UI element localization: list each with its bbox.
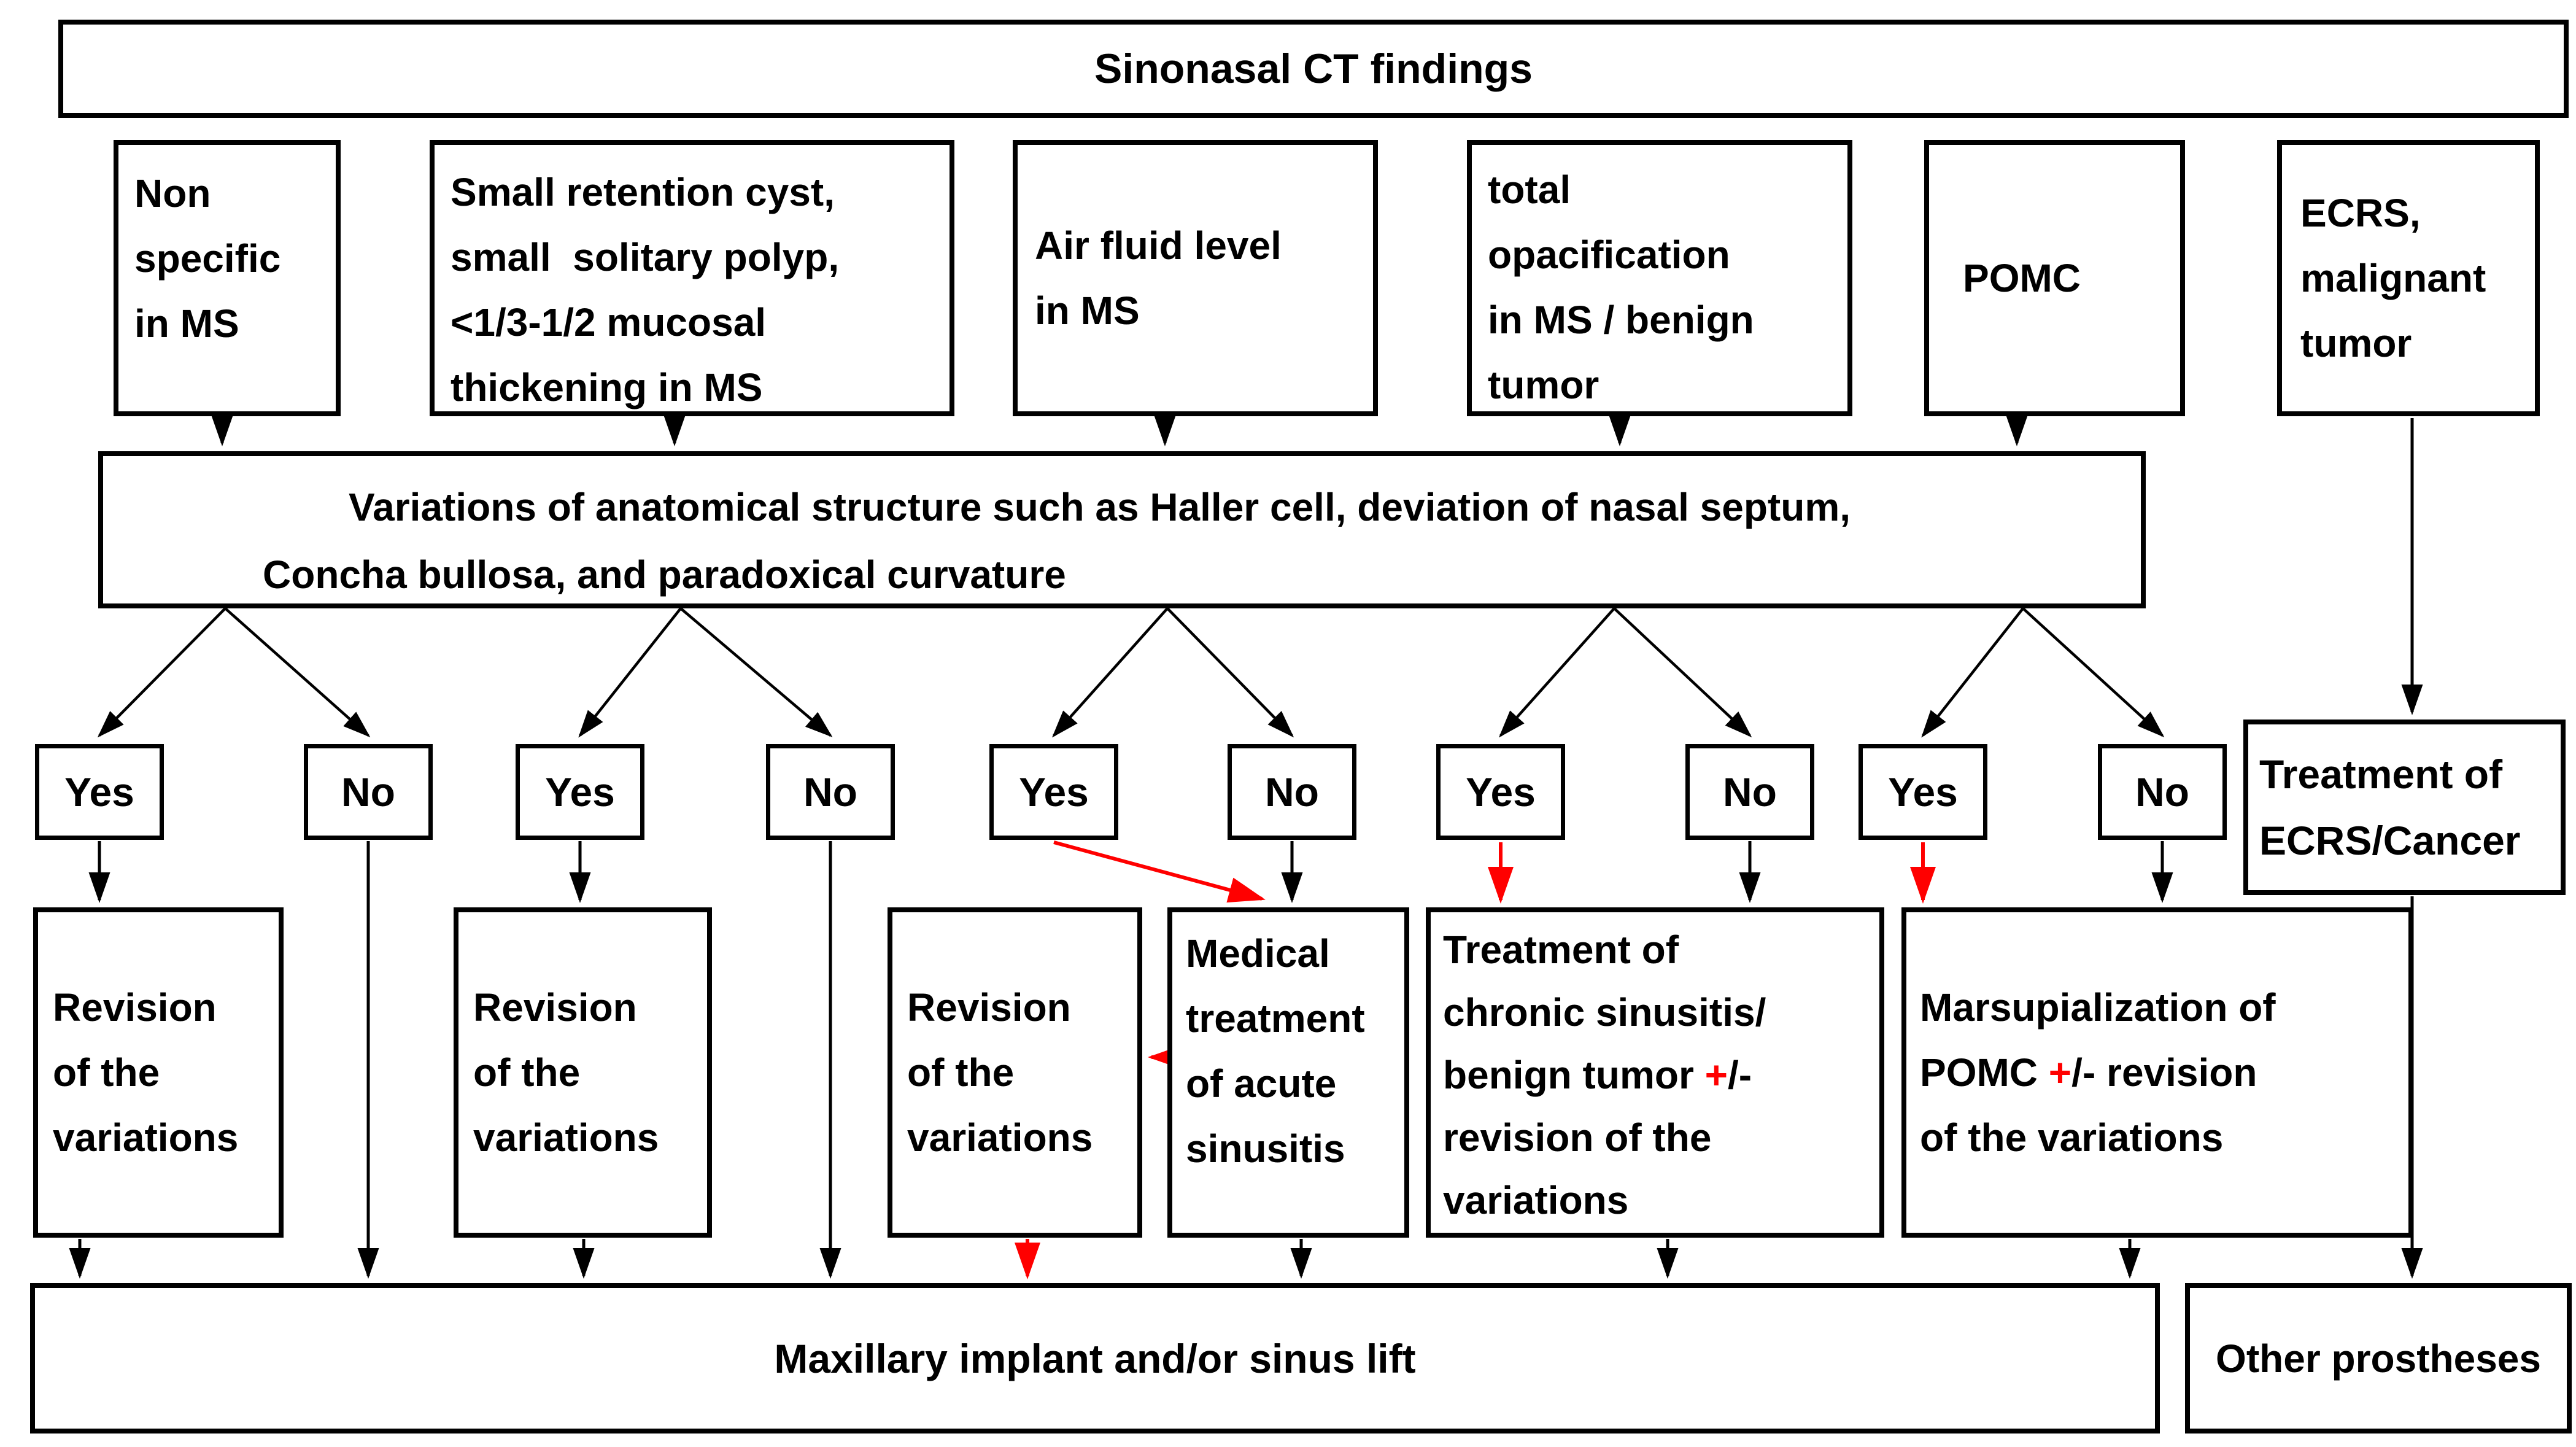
finding-small-retention-box: Small retention cyst, small solitary poly…	[430, 140, 954, 416]
text-line: malignant	[2300, 256, 2486, 300]
text-line: in MS	[134, 301, 239, 346]
finding-non-specific-box: Non specific in MS	[114, 140, 341, 416]
maxillary-implant-bar: Maxillary implant and/or sinus lift	[30, 1283, 2160, 1433]
title-box: Sinonasal CT findings	[58, 20, 2569, 118]
text-line: <1/3-1/2 mucosal	[451, 300, 767, 344]
text-line: sinusitis	[1186, 1127, 1345, 1171]
text-segment: /- revision	[2071, 1050, 2257, 1095]
text-line: treatment	[1186, 996, 1365, 1041]
text-line: Small retention cyst,	[451, 170, 835, 214]
arrow-split3-yes	[1052, 607, 1169, 738]
outcome-medical-acute-box: Medical treatment of acute sinusitis	[1167, 907, 1409, 1238]
outcome-revision-1-box: Revision of the variations	[33, 907, 284, 1238]
text-line: POMC	[1963, 256, 2081, 300]
text-line: Medical	[1186, 931, 1330, 976]
outcome-marsupialization-box: Marsupialization of POMC +/- revision of t…	[1901, 907, 2413, 1238]
text-line: Marsupialization of	[1920, 985, 2276, 1030]
decision-no-5: No	[2098, 744, 2227, 840]
finding-air-fluid-level-box: Air fluid level in MS	[1013, 140, 1378, 416]
decision-no-3: No	[1228, 744, 1356, 840]
text-line: ECRS,	[2300, 191, 2421, 235]
text-line: opacification	[1488, 233, 1730, 277]
outcome-revision-3-box: Revision of the variations	[888, 907, 1142, 1238]
arrow-split1-no	[224, 607, 371, 737]
text-line: thickening in MS	[451, 365, 763, 409]
ecrs-cancer-treatment-box: Treatment of ECRS/Cancer	[2243, 720, 2566, 895]
text-segment: /-	[1728, 1053, 1752, 1097]
text-line: of the	[907, 1050, 1015, 1095]
arrow-split3-no	[1166, 607, 1294, 738]
outcome-chronic-benign-box: Treatment of chronic sinusitis/benign tum…	[1426, 907, 1884, 1238]
decision-yes-1: Yes	[35, 744, 164, 840]
text-line: Non	[134, 171, 211, 215]
arrow-split4-yes	[1499, 607, 1615, 738]
text-line: variations	[53, 1115, 239, 1160]
decision-no-1: No	[304, 744, 433, 840]
arrow-split4-no	[1613, 607, 1752, 738]
other-prostheses-box: Other prostheses	[2185, 1283, 2572, 1433]
red-plus-text: +	[2048, 1050, 2072, 1095]
maxillary-implant-label: Maxillary implant and/or sinus lift	[774, 1335, 1416, 1381]
text-segment: POMC	[1920, 1050, 2049, 1095]
text-line: of the variations	[1920, 1115, 2224, 1160]
text-line: Treatment of	[1443, 928, 1679, 972]
text-line: revision of the	[1443, 1115, 1712, 1160]
arrow-split5-yes	[1921, 607, 2024, 738]
other-prostheses-label: Other prostheses	[2216, 1336, 2541, 1381]
red-plus-text: +	[1704, 1053, 1728, 1097]
arrow-split5-no	[2022, 607, 2165, 738]
arrow-split2-yes	[578, 607, 682, 738]
finding-ecrs-malignant-box: ECRS, malignant tumor	[2277, 140, 2540, 416]
arrow-split2-no	[679, 607, 833, 737]
text-line: of the	[53, 1050, 160, 1095]
text-line: of acute	[1186, 1061, 1337, 1106]
text-line: Revision	[473, 985, 637, 1030]
text-line: in MS	[1035, 289, 1140, 333]
text-line: Concha bullosa, and paradoxical curvatur…	[263, 553, 1066, 597]
decision-no-2: No	[766, 744, 895, 840]
text-line: tumor	[2300, 321, 2412, 365]
text-line: Air fluid level	[1035, 223, 1282, 268]
text-line: Revision	[53, 985, 217, 1030]
finding-pomc-box: POMC	[1924, 140, 2185, 416]
text-line: POMC +/- revision	[1920, 1040, 2408, 1105]
outcome-revision-2-box: Revision of the variations	[454, 907, 712, 1238]
decision-yes-2: Yes	[516, 744, 644, 840]
arrow-yes3-to-medical-red	[1053, 840, 1266, 903]
text-line: variations	[473, 1115, 659, 1160]
page-title: Sinonasal CT findings	[1094, 45, 1533, 92]
text-line: Revision	[907, 985, 1071, 1030]
text-line: of the	[473, 1050, 581, 1095]
decision-no-4: No	[1685, 744, 1814, 840]
text-segment: benign tumor	[1443, 1053, 1705, 1097]
decision-yes-3: Yes	[989, 744, 1118, 840]
text-line: specific	[134, 236, 281, 281]
text-line: chronic sinusitis/	[1443, 990, 1766, 1034]
text-line: benign tumor +/-	[1443, 1044, 1879, 1106]
decision-yes-5: Yes	[1859, 744, 1987, 840]
text-line: Treatment of	[2259, 751, 2503, 797]
text-line: variations	[1443, 1178, 1629, 1222]
decision-yes-4: Yes	[1436, 744, 1565, 840]
text-line: ECRS/Cancer	[2259, 818, 2521, 863]
finding-total-opacification-box: total opacification in MS / benign tumor	[1467, 140, 1852, 416]
text-line: small solitary polyp,	[451, 235, 840, 279]
text-line: Variations of anatomical structure such …	[349, 485, 1851, 529]
text-line: total	[1488, 168, 1571, 212]
text-line: in MS / benign	[1488, 298, 1754, 342]
text-line: variations	[907, 1115, 1093, 1160]
variations-box: Variations of anatomical structure such …	[98, 451, 2146, 608]
text-line: tumor	[1488, 363, 1599, 407]
arrow-split1-yes	[97, 607, 226, 738]
